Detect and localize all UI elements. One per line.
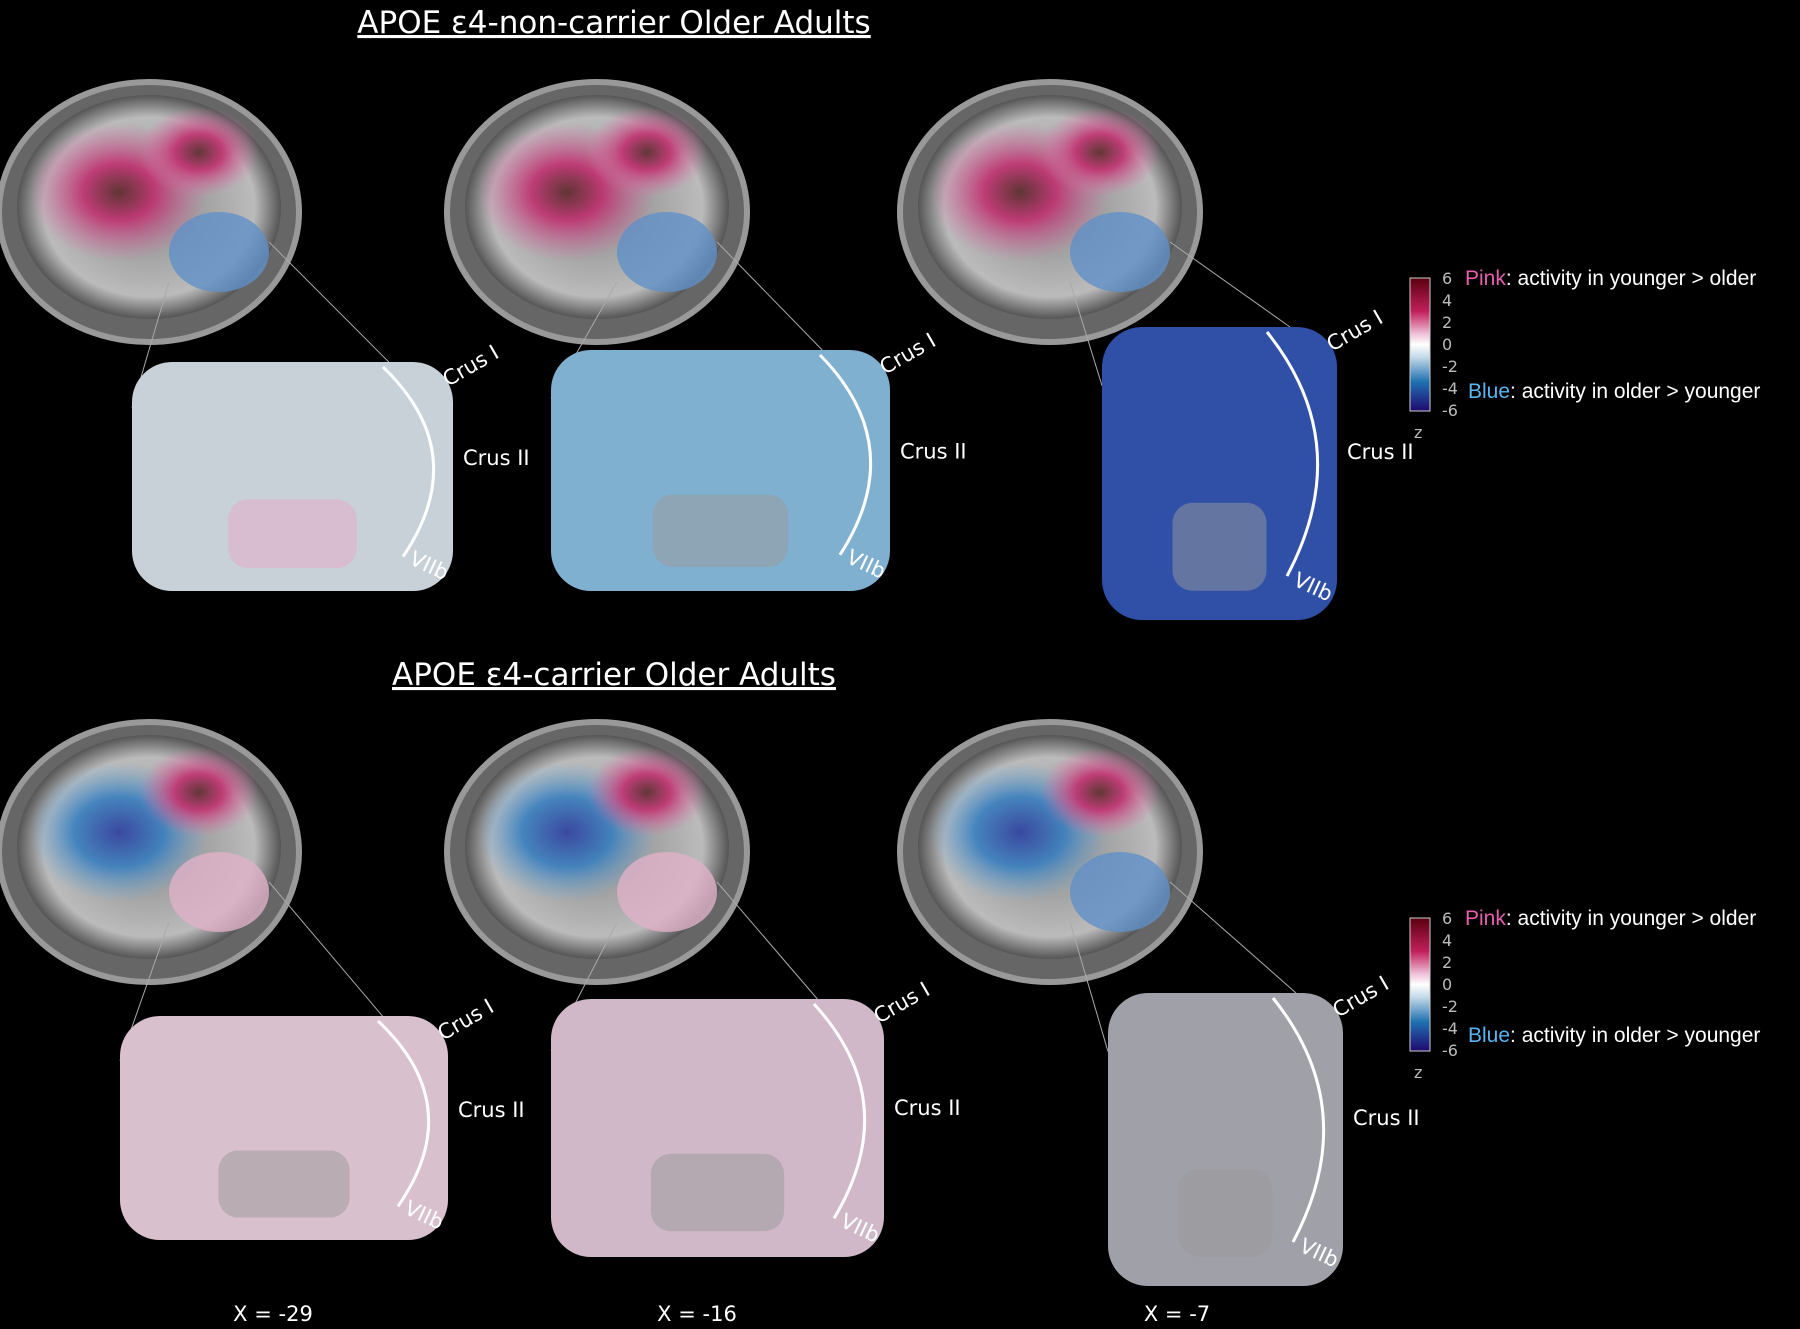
region-label-crus1: Crus I [870, 977, 934, 1028]
brain-slice [444, 719, 818, 1051]
colorbar-tick: 6 [1442, 269, 1452, 288]
title-carrier: APOE ε4-carrier Older Adults [392, 657, 836, 693]
colorbar-bottom [1409, 917, 1431, 1052]
colorbar-tick: 2 [1442, 313, 1452, 332]
region-label-crus2: Crus II [1347, 440, 1414, 464]
colorbar-tick: -6 [1442, 1041, 1458, 1060]
region-label-crus1: Crus I [876, 328, 940, 379]
brain-slice [897, 79, 1291, 386]
region-label-crus2: Crus II [894, 1096, 961, 1120]
legend-blue-bottom: Blue: activity in older > younger [1468, 1024, 1760, 1047]
colorbar-unit: z [1414, 423, 1422, 442]
colorbar-tick: 6 [1442, 909, 1452, 928]
colorbar-tick: 0 [1442, 335, 1452, 354]
brain-slice [444, 79, 823, 399]
region-label-crus1: Crus I [1323, 305, 1387, 356]
colorbar-tick: -2 [1442, 357, 1458, 376]
region-label-crus1: Crus I [439, 340, 503, 391]
legend-blue-top: Blue: activity in older > younger [1468, 380, 1760, 403]
legend-pink-bottom: Pink: activity in younger > older [1465, 907, 1756, 930]
slice-label-1: X = -29 [233, 1302, 313, 1326]
title-non-carrier: APOE ε4-non-carrier Older Adults [357, 5, 870, 41]
colorbar-top [1409, 277, 1431, 412]
colorbar-tick: 2 [1442, 953, 1452, 972]
colorbar-tick: 4 [1442, 291, 1452, 310]
region-label-crus1: Crus I [1329, 971, 1393, 1022]
colorbar-tick: 4 [1442, 931, 1452, 950]
region-label-crus1: Crus I [434, 994, 498, 1045]
colorbar-tick: -6 [1442, 401, 1458, 420]
region-label-crus2: Crus II [458, 1098, 525, 1122]
region-label-crus2: Crus II [1353, 1106, 1420, 1130]
brain-slice [897, 719, 1297, 1052]
brain-slice [0, 79, 390, 408]
colorbar-unit: z [1414, 1063, 1422, 1082]
colorbar-tick: -4 [1442, 379, 1458, 398]
slice-label-3: X = -7 [1144, 1302, 1210, 1326]
brain-slice [0, 719, 383, 1061]
region-label-crus2: Crus II [463, 446, 530, 470]
colorbar-tick: -4 [1442, 1019, 1458, 1038]
colorbar-tick: -2 [1442, 997, 1458, 1016]
colorbar-tick: 0 [1442, 975, 1452, 994]
legend-pink-top: Pink: activity in younger > older [1465, 267, 1756, 290]
region-label-crus2: Crus II [900, 439, 967, 463]
slice-label-2: X = -16 [657, 1302, 737, 1326]
